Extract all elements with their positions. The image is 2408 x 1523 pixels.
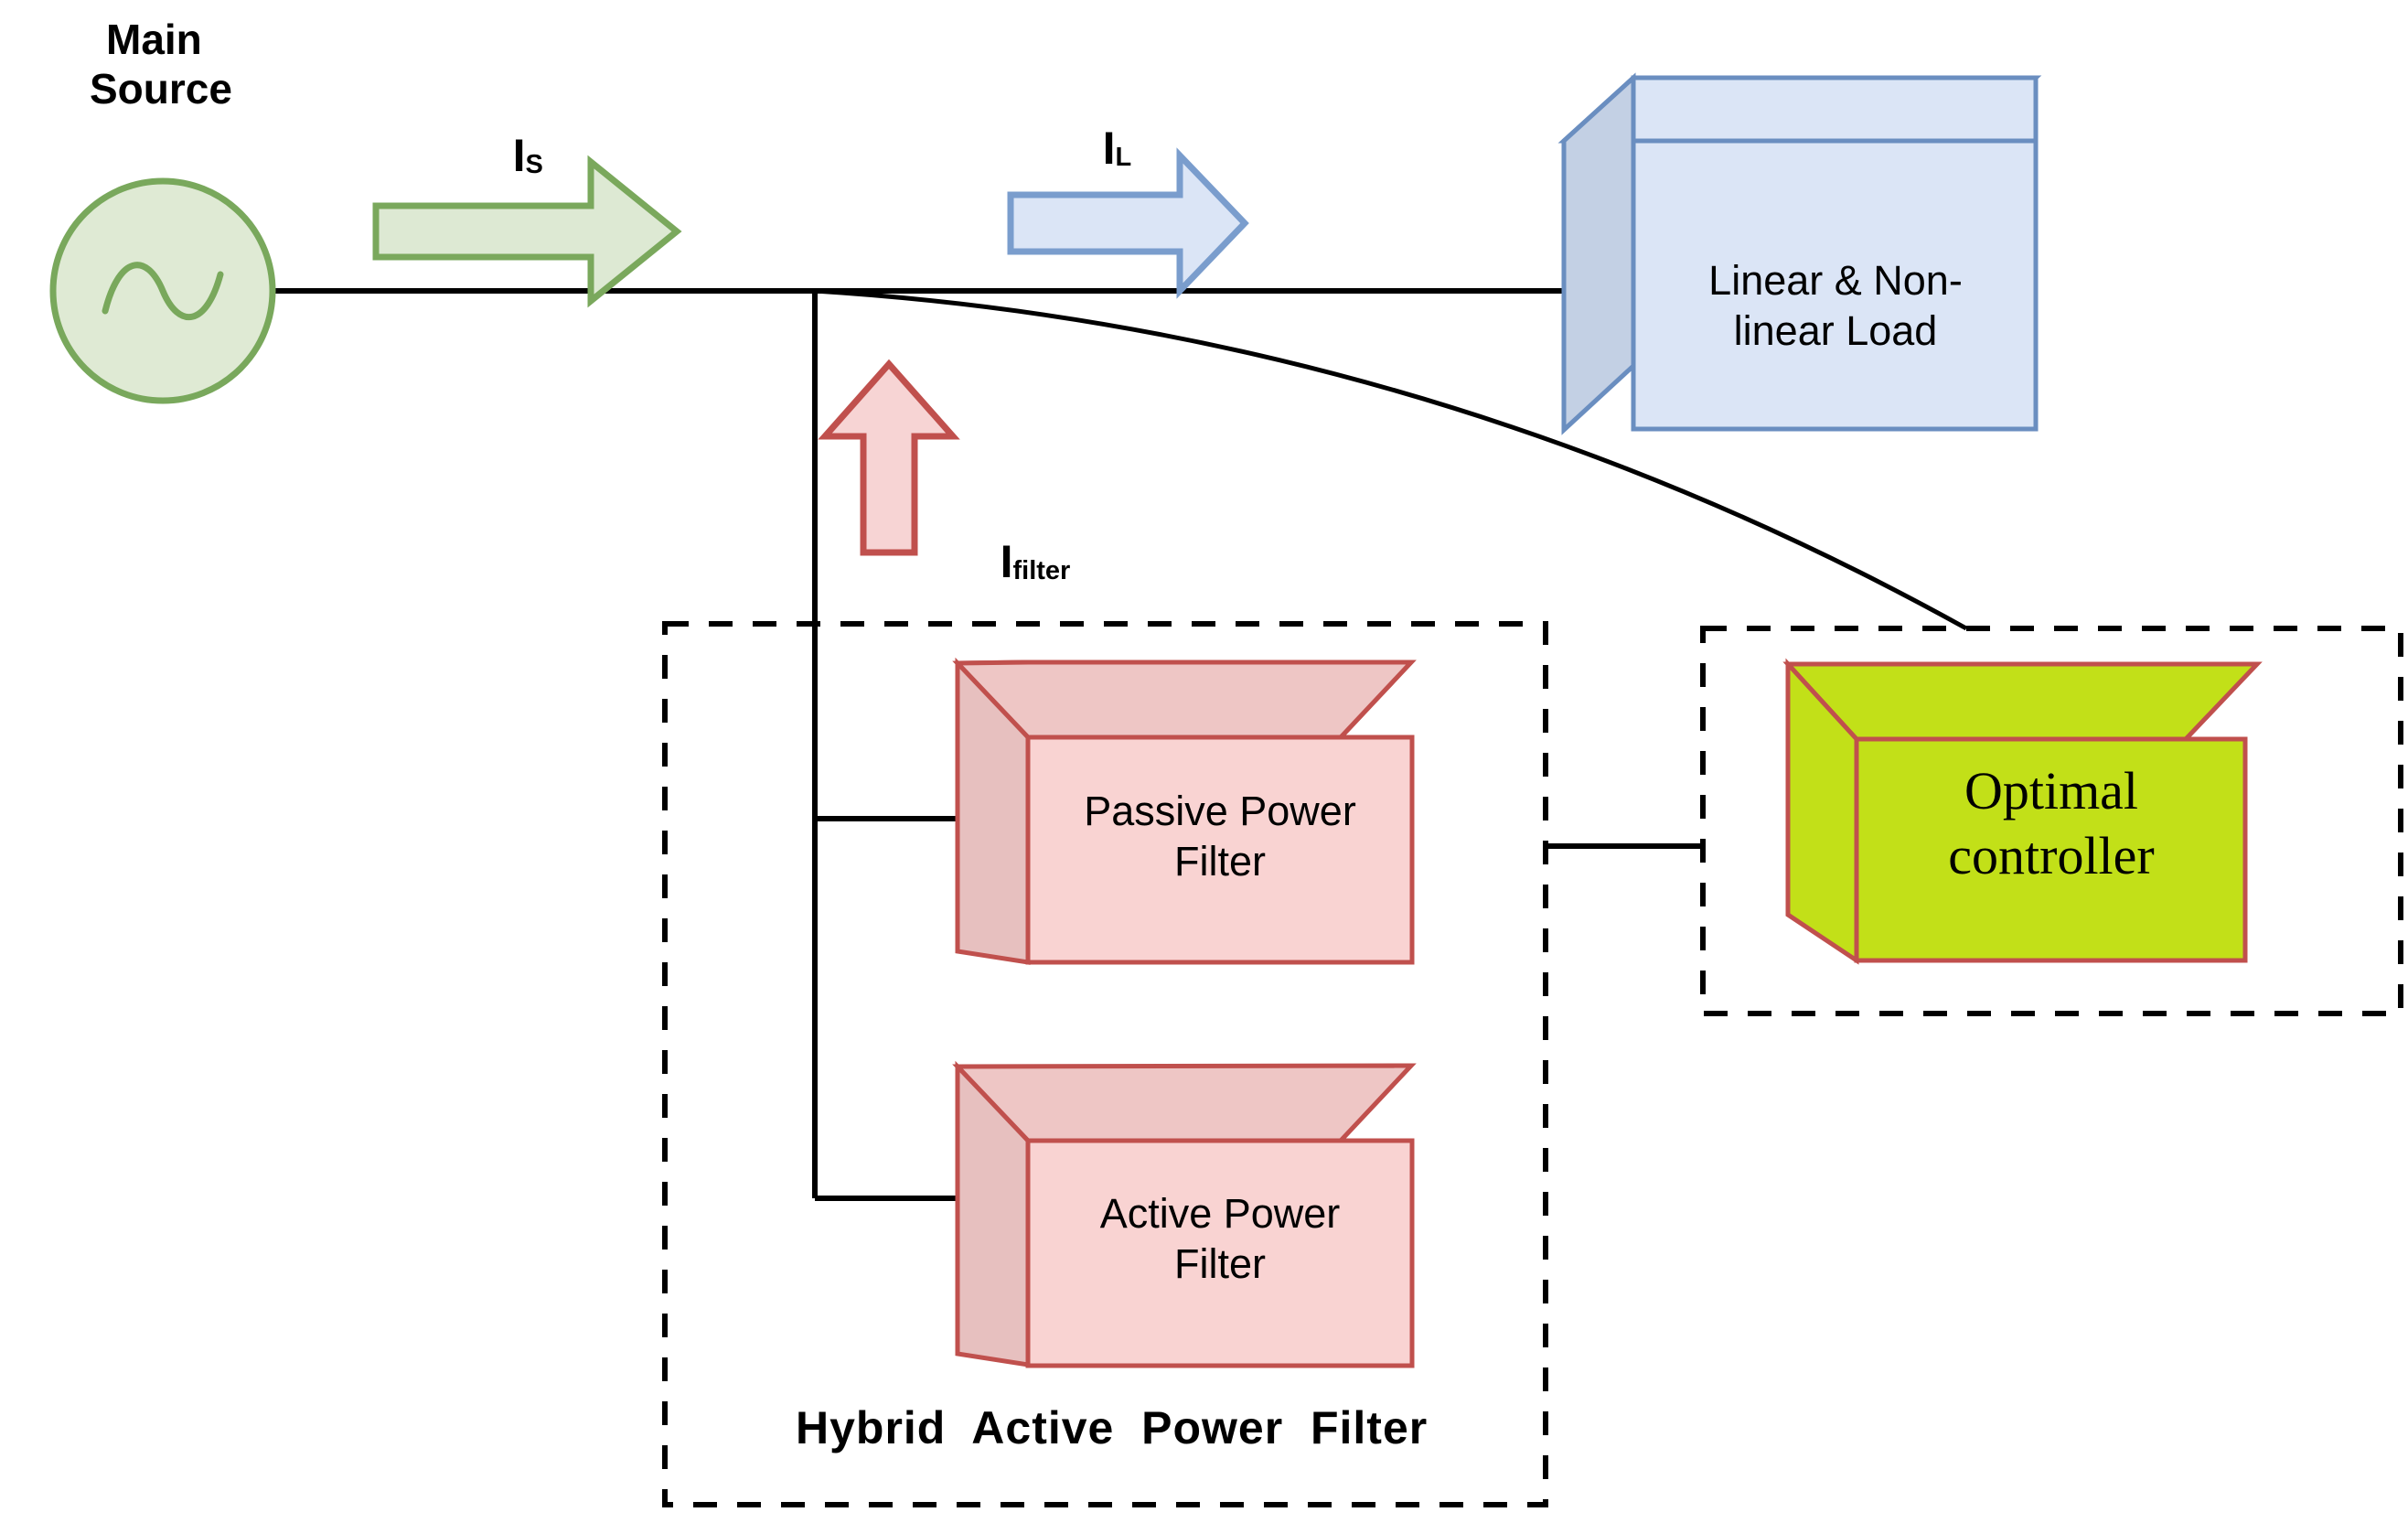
main-source-label-line2: Source xyxy=(90,65,232,113)
passive-power-filter-label: Passive Power Filter xyxy=(1032,787,1408,887)
block-optimal-controller[interactable] xyxy=(1782,658,2263,965)
load-block-label-line1: Linear & Non- xyxy=(1708,257,1963,304)
load-current-symbol: I xyxy=(1102,123,1116,174)
passive-power-filter-label-line1: Passive Power xyxy=(1084,788,1356,834)
oc-front-face xyxy=(1854,736,2248,963)
load-current-label: IL xyxy=(1052,71,1132,225)
passive-power-filter-label-line2: Filter xyxy=(1174,837,1266,885)
ppf-front-face xyxy=(1025,735,1415,965)
block-passive-power-filter[interactable] xyxy=(952,657,1417,965)
source-current-label: IS xyxy=(462,79,543,232)
source-current-arrow xyxy=(372,155,682,308)
load-front-face-shift xyxy=(1631,138,2039,432)
optimal-controller-label-line1: Optimal xyxy=(1964,761,2139,820)
optimal-controller-group xyxy=(1700,626,2403,1016)
main-source-label-line1: Main xyxy=(106,16,202,63)
filter-current-label: Ifilter xyxy=(949,485,1071,638)
filter-current-symbol: I xyxy=(1000,536,1013,587)
active-power-filter-label-line1: Active Power xyxy=(1099,1190,1341,1237)
load-current-arrow xyxy=(1007,147,1249,299)
feedback-sense-curve xyxy=(814,288,1968,631)
active-power-filter-label: Active Power Filter xyxy=(1032,1189,1408,1290)
ppf-top-face-2 xyxy=(952,660,1417,740)
hybrid-active-power-filter-group xyxy=(662,621,1548,1507)
filter-current-arrow xyxy=(818,359,960,556)
block-active-power-filter[interactable] xyxy=(952,1060,1417,1368)
optimal-controller-label: Optimal controller xyxy=(1860,759,2242,889)
source-current-symbol: I xyxy=(512,130,526,181)
source-current-subscript: S xyxy=(525,150,543,180)
optimal-controller-label-line2: controller xyxy=(1948,825,2155,885)
load-block-label: Linear & Non- linear Load xyxy=(1639,256,2032,357)
load-current-subscript: L xyxy=(1115,143,1132,173)
block-load[interactable] xyxy=(1557,72,2042,435)
oc-top-face xyxy=(1782,661,2263,742)
active-power-filter-label-line2: Filter xyxy=(1174,1239,1266,1287)
apf-front-face xyxy=(1025,1138,1415,1368)
load-block-label-line2: linear Load xyxy=(1733,306,1938,354)
load-side-face xyxy=(1561,72,1636,435)
filter-current-subscript: filter xyxy=(1012,556,1071,586)
hapf-group-caption: Hybrid Active Power Filter xyxy=(796,1402,1429,1453)
sine-wave-icon xyxy=(102,262,224,321)
apf-top-face xyxy=(952,1063,1417,1143)
